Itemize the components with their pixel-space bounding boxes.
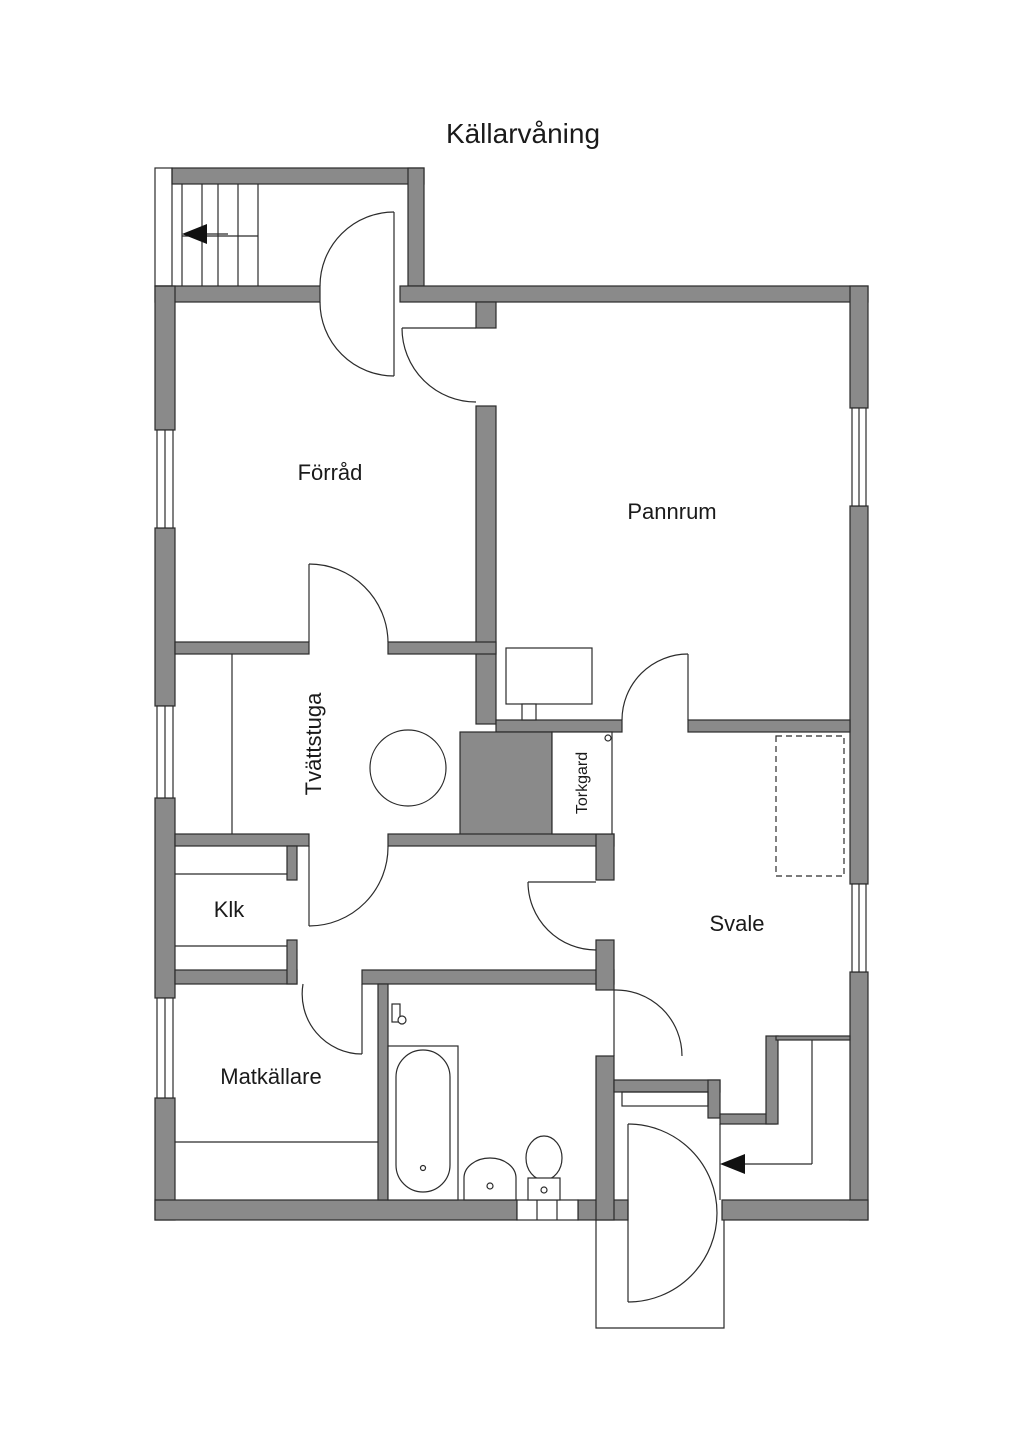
windows [156,407,867,1221]
interior-walls [174,301,851,1221]
room-label-torkgard: Torkgard [574,752,591,814]
room-labels: Förråd Pannrum Tvättstuga Torkgard Klk S… [214,460,765,1089]
plan-title: Källarvåning [446,118,600,149]
boiler-icon [505,647,593,705]
attic-hatch-icon [775,735,845,877]
fixtures [175,647,845,1201]
room-label-svale: Svale [709,911,764,936]
exterior-walls [154,167,869,1221]
staircase [154,167,259,287]
washing-machine-icon [369,729,447,807]
entrance-stair [621,1040,813,1174]
room-label-forrad: Förråd [298,460,363,485]
room-label-matkallare: Matkällare [220,1064,321,1089]
sink-icon [463,1157,517,1201]
stair-arrow-icon [182,224,207,244]
toilet-icon [525,1135,563,1201]
room-label-klk: Klk [214,897,246,922]
entrance-arrow-icon [720,1154,745,1174]
doors [301,211,725,1329]
room-label-tvattstuga: Tvättstuga [301,692,326,795]
room-label-pannrum: Pannrum [627,499,716,524]
faucet-icon [391,1003,407,1025]
